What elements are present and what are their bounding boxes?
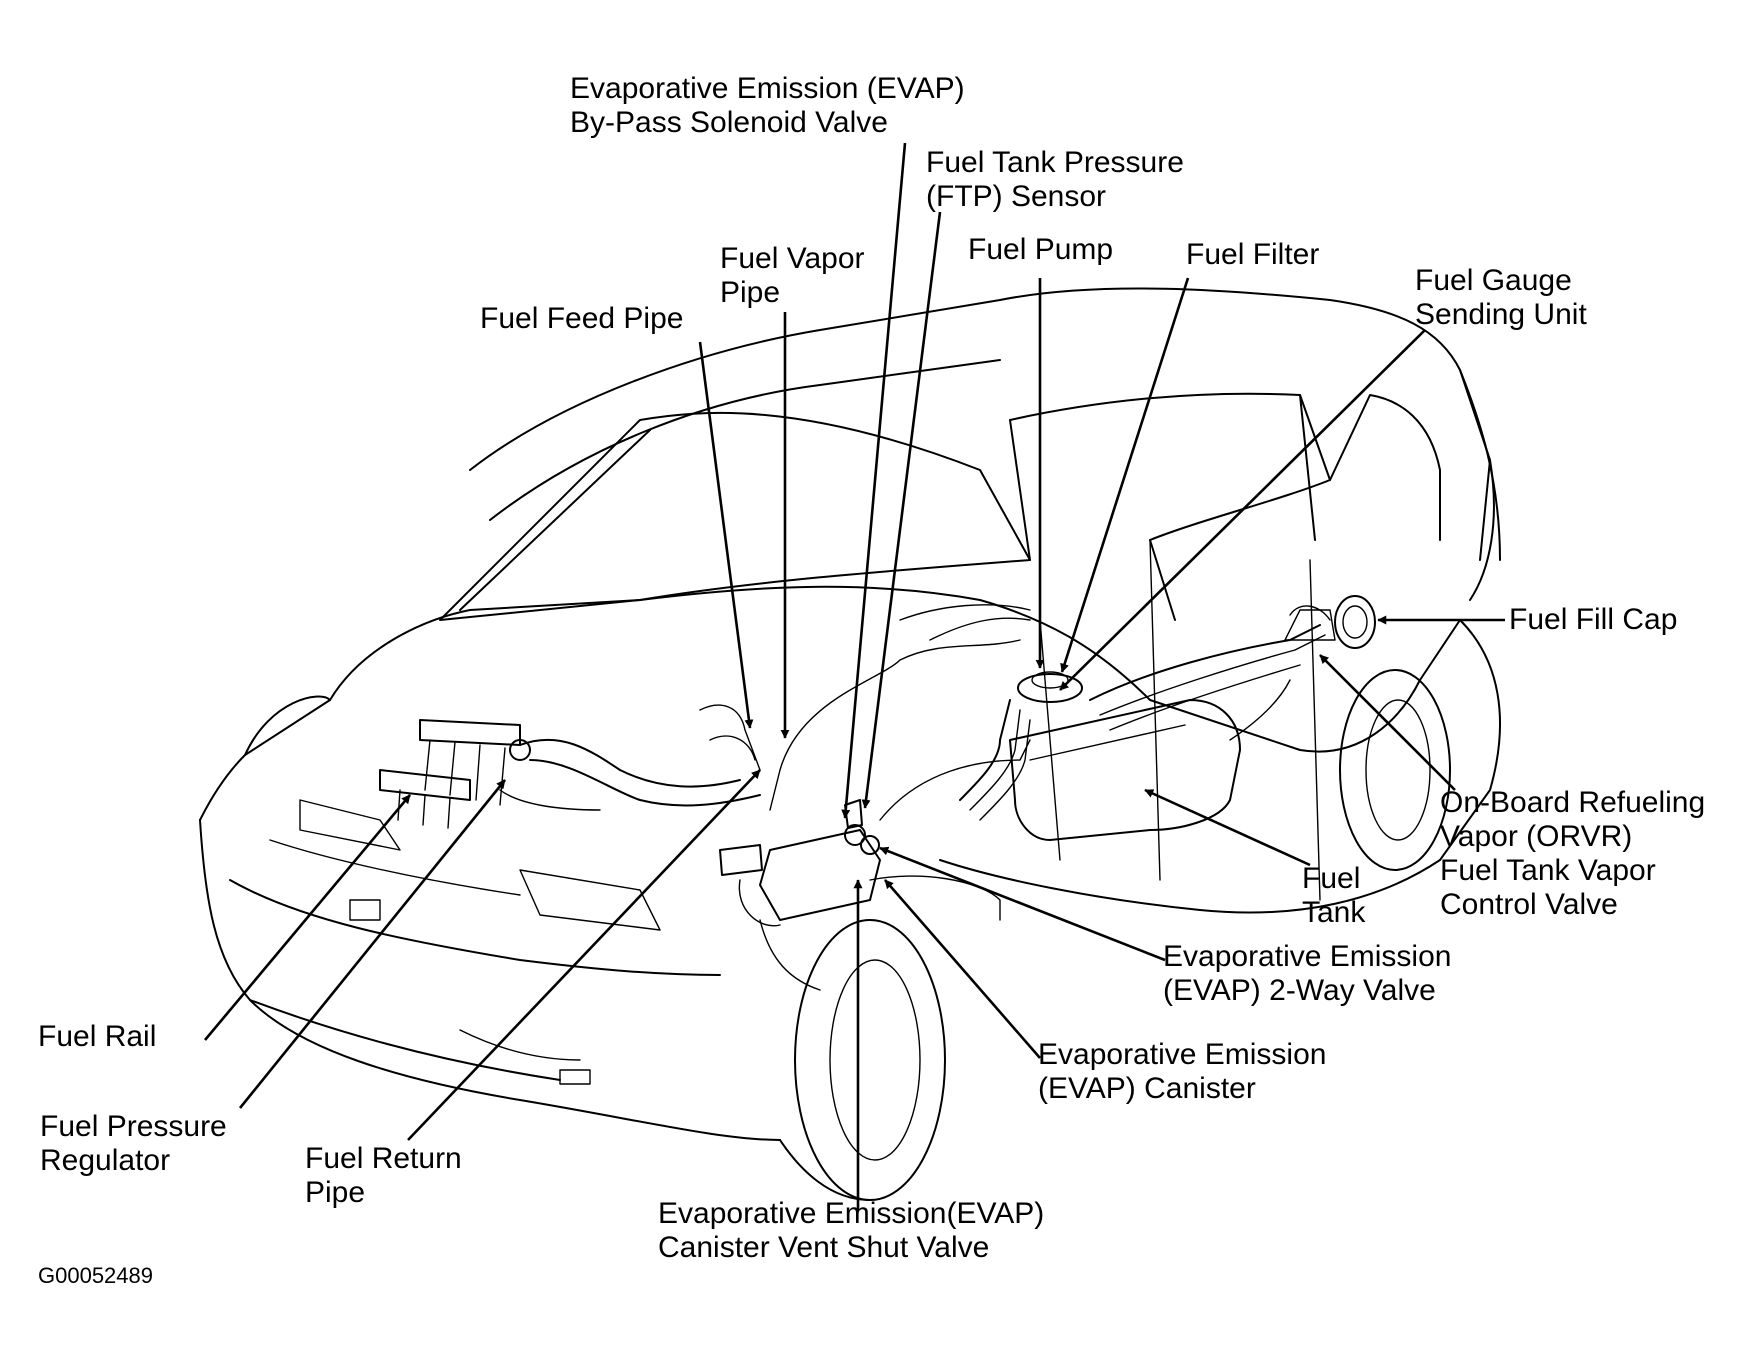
leader-orvr-valve bbox=[1319, 654, 1456, 791]
label-fuel-vapor-pipe: Fuel Vapor Pipe bbox=[720, 242, 865, 309]
label-fuel-filter: Fuel Filter bbox=[1186, 238, 1320, 271]
leader-evap-2way bbox=[879, 846, 1166, 962]
label-orvr-valve: On-Board Refueling Vapor (ORVR) Fuel Tan… bbox=[1440, 786, 1706, 921]
label-fuel-pressure-reg: Fuel Pressure Regulator bbox=[40, 1110, 227, 1177]
leader-fuel-rail bbox=[204, 794, 411, 1041]
leader-ftp-sensor bbox=[861, 211, 942, 809]
label-fuel-gauge-unit: Fuel Gauge Sending Unit bbox=[1415, 264, 1587, 331]
leader-fuel-filter bbox=[1060, 277, 1190, 673]
figure-code: G00052489 bbox=[38, 1263, 153, 1288]
label-fuel-tank: Fuel Tank bbox=[1302, 862, 1366, 929]
label-fuel-fill-cap: Fuel Fill Cap bbox=[1509, 603, 1678, 636]
leader-fuel-pressure-reg bbox=[238, 779, 507, 1109]
leader-fuel-return-pipe bbox=[407, 769, 761, 1141]
leader-evap-canister bbox=[884, 879, 1041, 1059]
leader-fuel-tank bbox=[1144, 788, 1311, 867]
label-evap-bypass: Evaporative Emission (EVAP) By-Pass Sole… bbox=[570, 72, 965, 139]
leader-fuel-feed-pipe bbox=[698, 341, 754, 729]
label-evap-canister: Evaporative Emission (EVAP) Canister bbox=[1038, 1038, 1327, 1105]
label-fuel-rail: Fuel Rail bbox=[38, 1020, 157, 1053]
label-fuel-feed-pipe: Fuel Feed Pipe bbox=[480, 302, 684, 335]
leader-lines bbox=[204, 142, 1505, 1210]
label-ftp-sensor: Fuel Tank Pressure (FTP) Sensor bbox=[926, 146, 1184, 213]
label-evap-2way: Evaporative Emission (EVAP) 2-Way Valve bbox=[1163, 940, 1452, 1007]
label-fuel-return-pipe: Fuel Return Pipe bbox=[305, 1142, 462, 1209]
leader-evap-bypass bbox=[841, 142, 907, 819]
leader-fuel-gauge-unit bbox=[1059, 329, 1426, 691]
label-evap-vent-shut: Evaporative Emission(EVAP) Canister Vent… bbox=[658, 1197, 1045, 1264]
label-fuel-pump: Fuel Pump bbox=[968, 233, 1114, 266]
